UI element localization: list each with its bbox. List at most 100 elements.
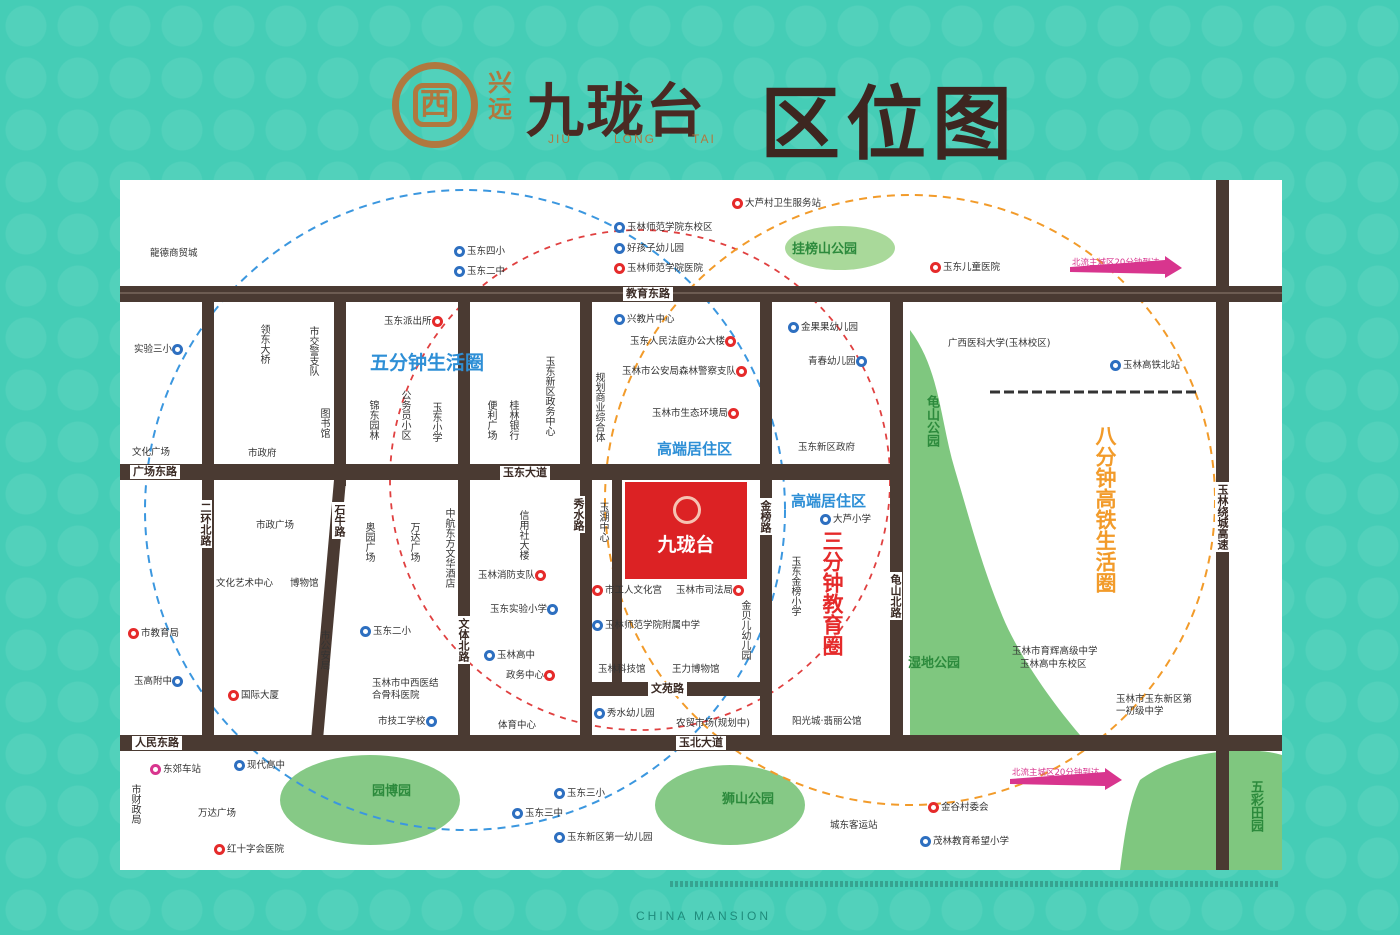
title-bar: 西 兴远 九珑台 JIU LONG TAI 区位图 (0, 0, 1400, 175)
zone-high-end-1: 高端居住区 (657, 440, 733, 458)
brand-logo: 西 (392, 62, 478, 148)
poi-dongjiao-station[interactable]: 东郊车站 (150, 764, 201, 776)
zone-three-min: 三分钟教育圈 (820, 530, 844, 656)
poi-wangli-museum[interactable]: 王力博物馆 (672, 664, 720, 675)
poi-red-cross[interactable]: 红十字会医院 (214, 844, 284, 856)
brand-name: 九珑台 (526, 77, 707, 145)
gov-icon (733, 585, 745, 596)
poi-maolin-school[interactable]: 茂林教育希望小学 (920, 836, 1009, 848)
brand-pinyin-2: LONG (614, 132, 657, 146)
poi-xiandai-high[interactable]: 现代高中 (234, 760, 285, 772)
school-icon (554, 788, 565, 799)
park-shishan: 狮山公园 (722, 792, 775, 807)
poi-shi-jigong[interactable]: 市技工学校 (378, 716, 439, 728)
poi-haohaizi[interactable]: 好孩子幼儿园 (614, 243, 684, 255)
poi-shifan-affiliated[interactable]: 玉林师范学院附属中学 (592, 620, 700, 632)
poi-yudong-district-gov[interactable]: 玉东新区政府 (798, 442, 856, 453)
arrow-beiliu-top (1070, 256, 1182, 278)
poi-yudong-4[interactable]: 玉东四小 (454, 246, 505, 258)
poi-gongan-xiaoqu: 公务员小区 (399, 390, 410, 440)
poi-eco-env[interactable]: 玉林市生态环境局 (652, 408, 741, 420)
poi-shi-jiaoyuju[interactable]: 市教育局 (128, 628, 179, 640)
road-vert-2 (334, 286, 346, 486)
poi-yangguang-park[interactable]: 阳光城·翡丽公馆 (792, 716, 862, 727)
poi-yudong-children-hospital[interactable]: 玉东儿童医院 (930, 262, 1000, 274)
poi-city-gov[interactable]: 市政府 (248, 448, 277, 459)
poi-guangxi-med[interactable]: 广西医科大学(玉林校区) (948, 338, 1051, 349)
poi-yudong-2primary[interactable]: 玉东二小 (360, 626, 411, 638)
poi-jingu-village[interactable]: 金谷村委会 (928, 802, 989, 814)
school-icon (820, 514, 831, 525)
school-icon (172, 676, 184, 687)
poi-yudong-first-kindergarten[interactable]: 玉东新区第一幼儿园 (554, 832, 653, 844)
poi-nongmao-market[interactable]: 农贸市场(规划中) (676, 718, 750, 729)
poi-gov-center[interactable]: 政务中心 (506, 670, 557, 682)
school-icon (484, 650, 495, 661)
poi-sports-center[interactable]: 体育中心 (498, 720, 537, 731)
poi-yudong-exp[interactable]: 玉东实验小学 (490, 604, 560, 616)
poi-highspeed-north[interactable]: 玉林高铁北站 (1110, 360, 1180, 372)
poi-dalu-primary[interactable]: 大芦小学 (820, 514, 871, 526)
poi-longde[interactable]: 龍德商贸城 (150, 248, 198, 259)
school-icon (172, 344, 184, 355)
logo-inner-ring (413, 83, 457, 127)
poi-jinguo-kindergarten[interactable]: 金果果幼儿园 (788, 322, 858, 334)
poi-shifan-hospital[interactable]: 玉林师范学院医院 (614, 263, 703, 275)
poi-city-square[interactable]: 市政广场 (256, 520, 295, 531)
poi-dalu-health[interactable]: 大芦村卫生服务站 (732, 198, 821, 210)
poi-yudong-court[interactable]: 兴教片中心 (614, 314, 675, 326)
gov-icon (544, 670, 556, 681)
hospital-icon (614, 263, 625, 274)
poi-yudong-3primary[interactable]: 玉东三小 (554, 788, 605, 800)
road-shiniu (310, 480, 346, 751)
poi-yudong-first-junior[interactable]: 玉林市玉东新区第一初级中学 (1116, 694, 1193, 717)
poi-yuzhi-middle[interactable]: 玉林高中 (484, 650, 535, 662)
gov-icon (728, 408, 740, 419)
building-icon (228, 690, 239, 701)
poi-gongan-fuxi[interactable]: 玉林市公安局森林警察支队 (622, 366, 749, 378)
poi-yudong-2zh[interactable]: 玉东二中 (454, 266, 505, 278)
poi-culture-center[interactable]: 文化艺术中心 (216, 578, 274, 589)
fire-icon (535, 570, 547, 581)
poi-city-court[interactable]: 玉林市司法局 (676, 585, 746, 597)
poi-museum[interactable]: 博物馆 (290, 578, 319, 589)
note-beiliu-top: 北流主城区20分钟到达 (1072, 258, 1160, 268)
school-icon (360, 626, 371, 637)
poi-fire-brigade[interactable]: 玉林消防支队 (478, 570, 548, 582)
poi-zhongxi-hospital[interactable]: 玉林市中西医结合骨科医院 (372, 678, 439, 701)
project-marker[interactable]: 九珑台 (625, 482, 747, 579)
culture-icon (592, 585, 603, 596)
poi-wanda-plaza[interactable]: 万达广场 (198, 808, 237, 819)
school-icon (920, 836, 931, 847)
poi-shifan-east[interactable]: 玉林师范学院东校区 (614, 222, 713, 234)
yuanbo-area (280, 755, 460, 845)
poi-yudong-police[interactable]: 玉东派出所 (384, 316, 445, 328)
guishan-park-area (910, 330, 1080, 735)
poi-gongren-culture[interactable]: 市工人文化宫 (592, 585, 662, 597)
school-icon (512, 808, 523, 819)
poi-xiushui-kindergarten[interactable]: 秀水幼儿园 (594, 708, 655, 720)
poi-wenhua-square[interactable]: 文化广场 (132, 447, 171, 458)
poi-keji-museum[interactable]: 玉林科技馆 (598, 664, 646, 675)
poi-qingchun-kindergarten[interactable]: 青春幼儿园 (808, 356, 869, 368)
gov-icon (725, 336, 737, 347)
poi-yudong-jinbang: 玉东金榜小学 (789, 556, 800, 616)
poi-chengdong-bus[interactable]: 城东客运站 (830, 820, 878, 831)
poi-yugao-affiliated[interactable]: 玉高附中 (134, 676, 185, 688)
school-icon (547, 604, 559, 615)
poi-shiyan-3[interactable]: 实验三小 (134, 344, 185, 356)
school-icon (454, 246, 465, 257)
poi-shi-gonganju: 市公安局 (318, 630, 329, 670)
poi-shi-caizhengju: 市财政局 (129, 784, 140, 824)
poi-yulin-high-east[interactable]: 玉林高中东校区 (1020, 659, 1087, 670)
poi-court-office[interactable]: 玉东人民法庭办公大楼 (630, 336, 738, 348)
poi-lvdong: 锦东园林 (367, 400, 378, 440)
poi-yudong-3middle[interactable]: 玉东三中 (512, 808, 563, 820)
school-icon (614, 222, 625, 233)
road-label-erhuan-north: 二环北路 (198, 500, 212, 548)
poi-guoji-mansion[interactable]: 国际大厦 (228, 690, 279, 702)
poi-aoyuan: 奥园广场 (363, 522, 374, 562)
poi-yulin-yuzhong[interactable]: 玉林市育辉高级中学 (1012, 646, 1098, 657)
school-icon (554, 832, 565, 843)
